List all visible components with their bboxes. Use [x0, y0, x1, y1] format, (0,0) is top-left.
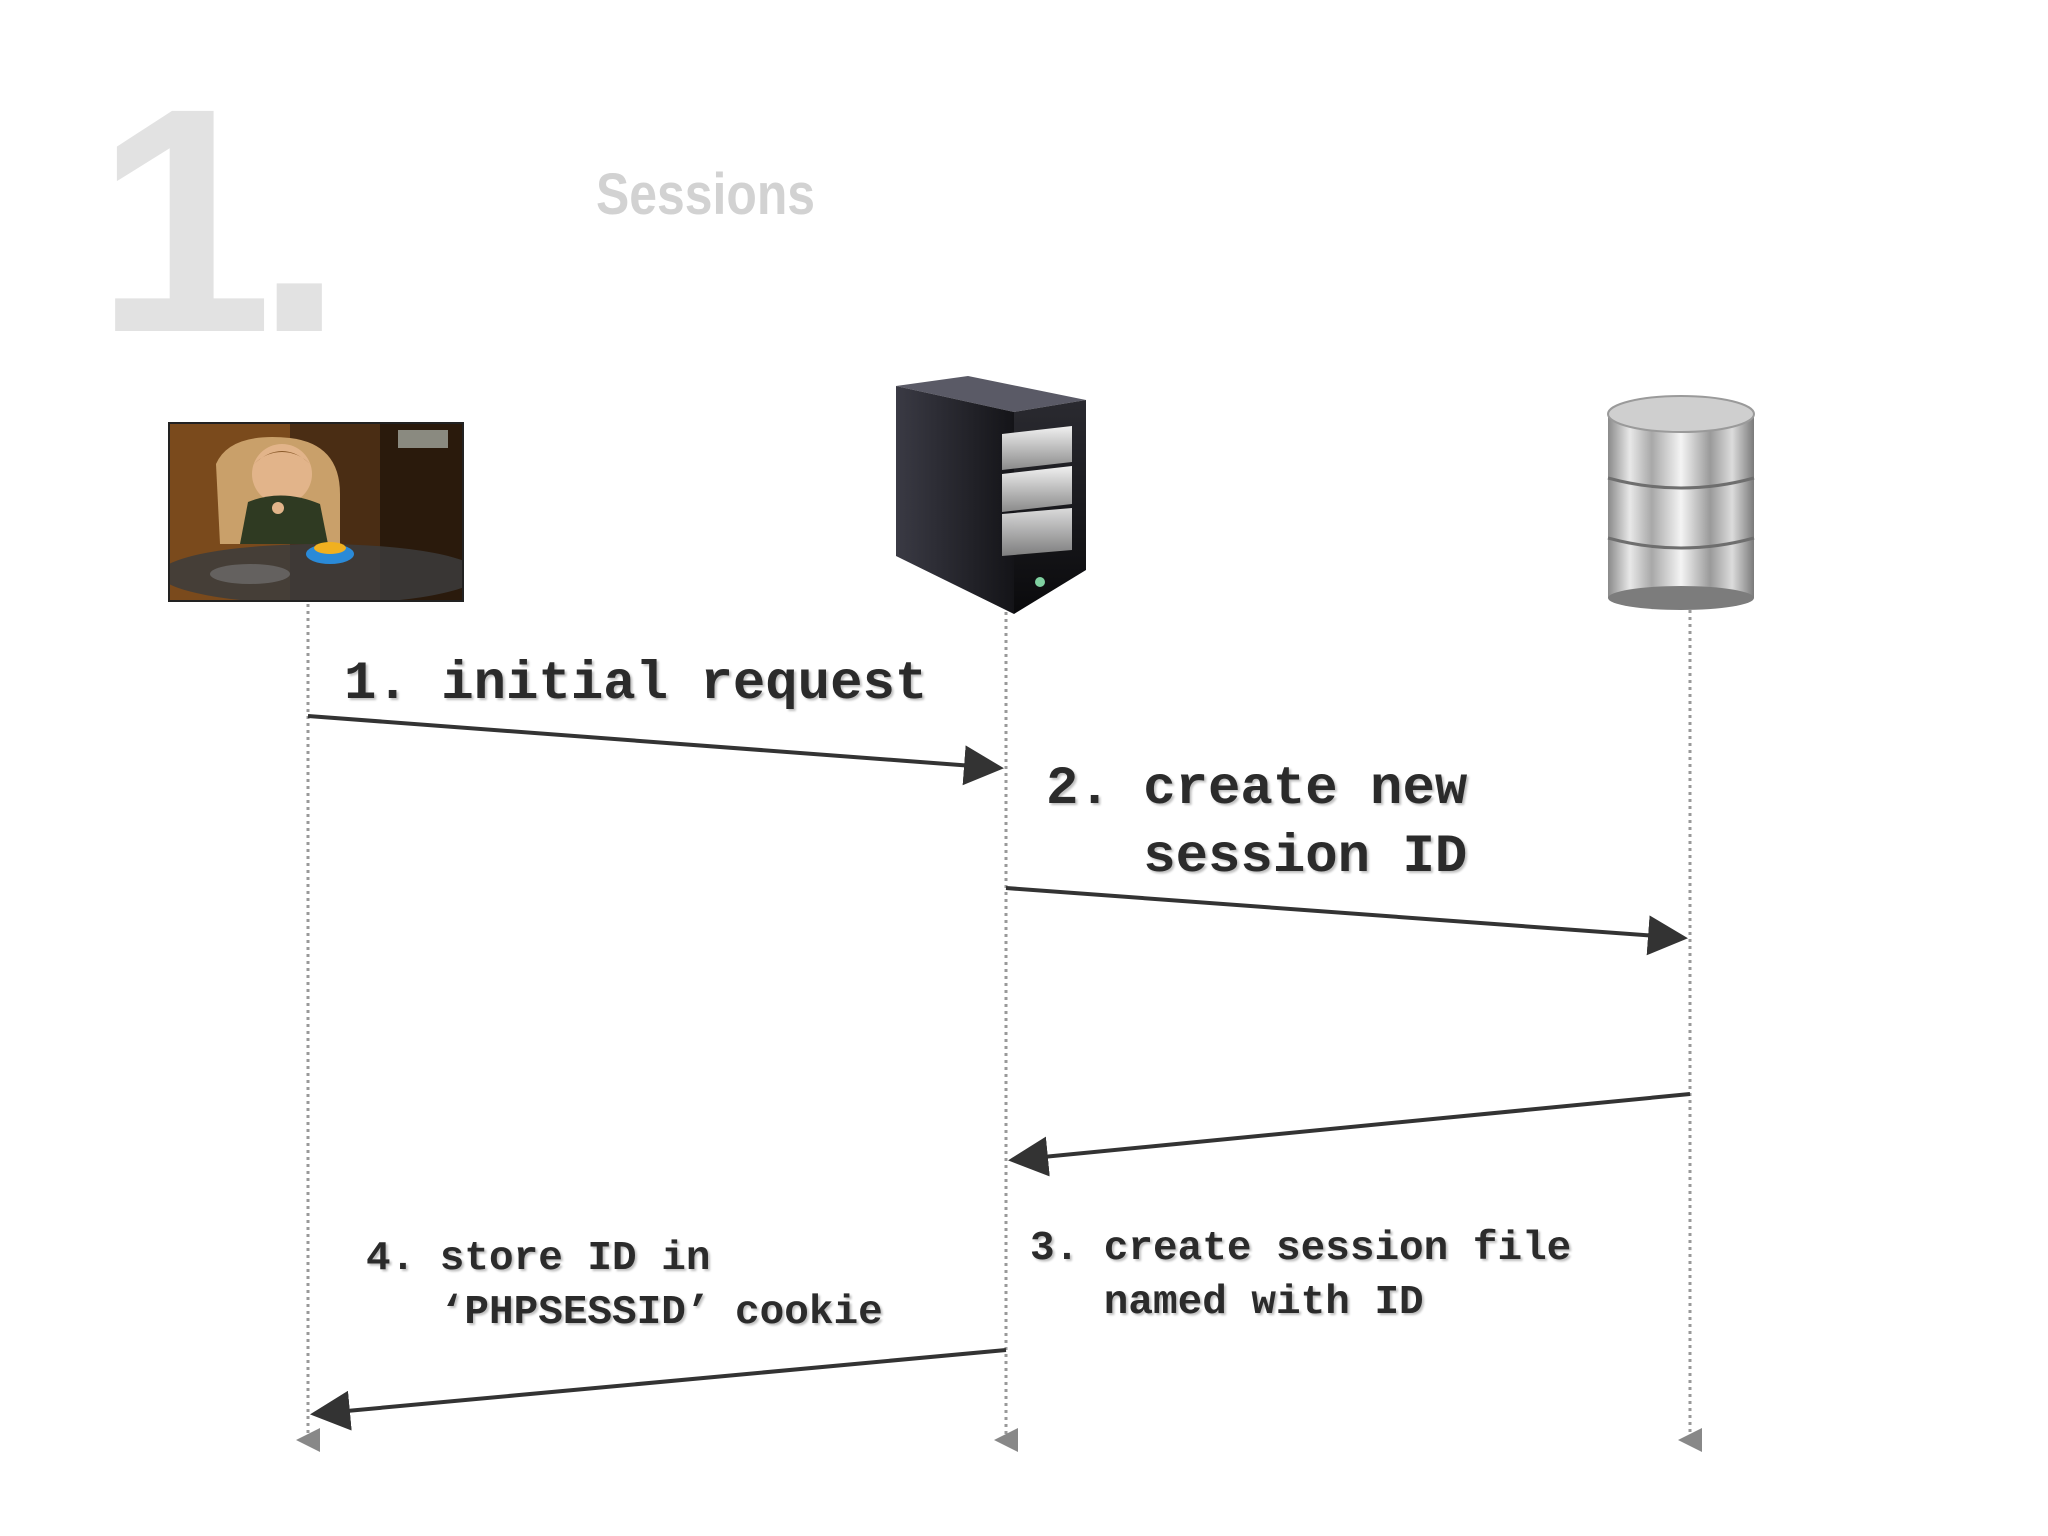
arrow-initial-request: [307, 714, 1004, 786]
step-4-label: 4. store ID in ‘PHPSESSID’ cookie: [366, 1236, 883, 1336]
step-2-label: 2. create new session ID: [1046, 759, 1468, 888]
arrow-db-response: [1008, 1092, 1691, 1177]
arrow-create-session: [1005, 886, 1688, 956]
slide-number: 1.: [95, 41, 344, 399]
child-photo: [168, 422, 464, 602]
server-tower-icon: [896, 376, 1086, 614]
database-cylinder-icon: [1607, 395, 1755, 610]
slide-title: Sessions: [596, 162, 816, 227]
arrow-set-cookie: [310, 1348, 1007, 1431]
step-3-label: 3. create session file named with ID: [1030, 1226, 1572, 1326]
step-1-label: 1. initial request: [344, 654, 928, 715]
